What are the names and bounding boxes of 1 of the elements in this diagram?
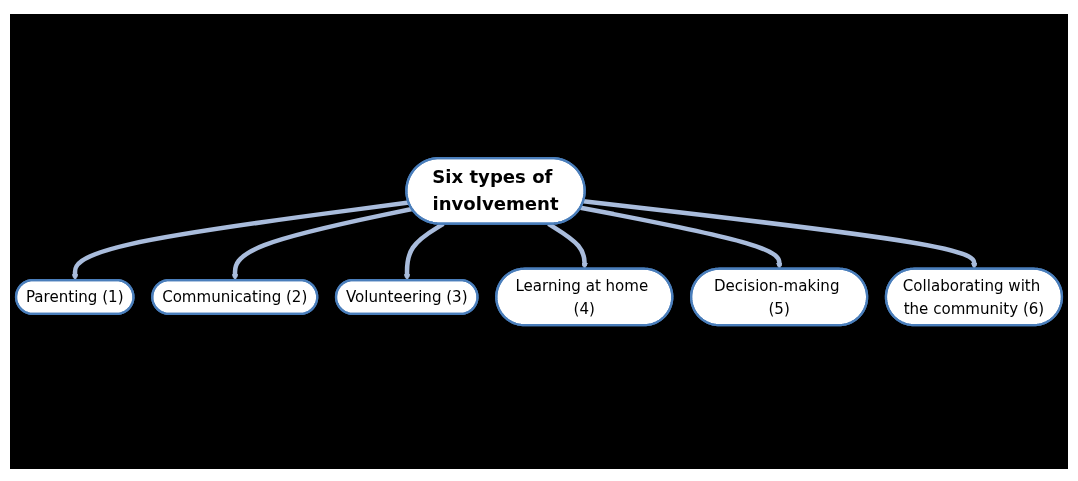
diagram-background: Collaborating with the community (6) Decision-making (5) Parenting (1) Six types of involvement Learning at home (4) Communicating (2) Volunteering (3) [10, 14, 1068, 469]
